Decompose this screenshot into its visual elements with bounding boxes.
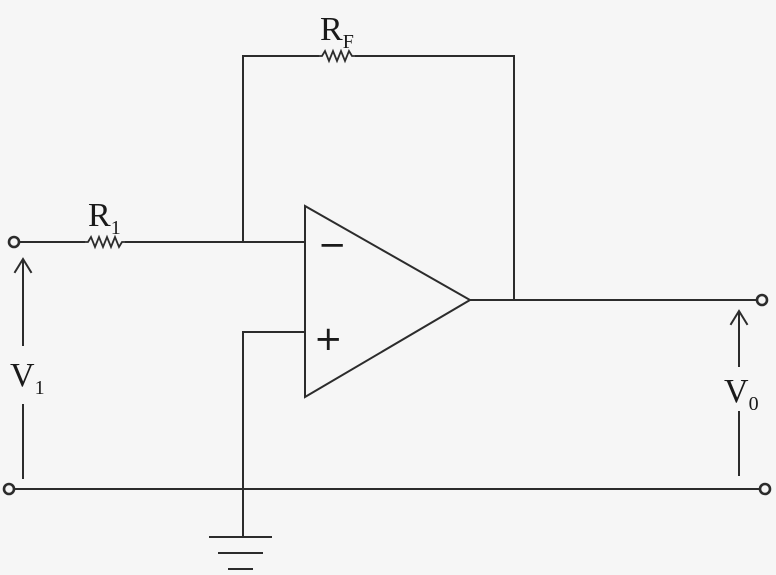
input-terminal-top — [7, 235, 21, 249]
v1-voltage-arrow — [13, 257, 33, 479]
inverting-input-sign: − — [318, 225, 347, 265]
v0-voltage-arrow — [729, 309, 749, 476]
feedback-resistor — [318, 48, 356, 64]
input-terminal-bottom — [2, 482, 16, 496]
output-terminal-bottom — [758, 482, 772, 496]
v1-label: V1 — [10, 357, 45, 399]
noninverting-ground-wire — [242, 331, 306, 537]
op-amp-triangle — [304, 204, 472, 399]
rf-label: RF — [320, 11, 354, 53]
output-terminal-top — [755, 293, 769, 307]
r1-label: R1 — [88, 197, 121, 239]
feedback-wire — [242, 55, 319, 243]
ground-icon — [209, 536, 272, 570]
input-resistor — [84, 234, 126, 250]
noninverting-input-sign: + — [314, 319, 343, 359]
feedback-wire-right — [355, 55, 515, 301]
v0-label: V0 — [724, 373, 759, 415]
